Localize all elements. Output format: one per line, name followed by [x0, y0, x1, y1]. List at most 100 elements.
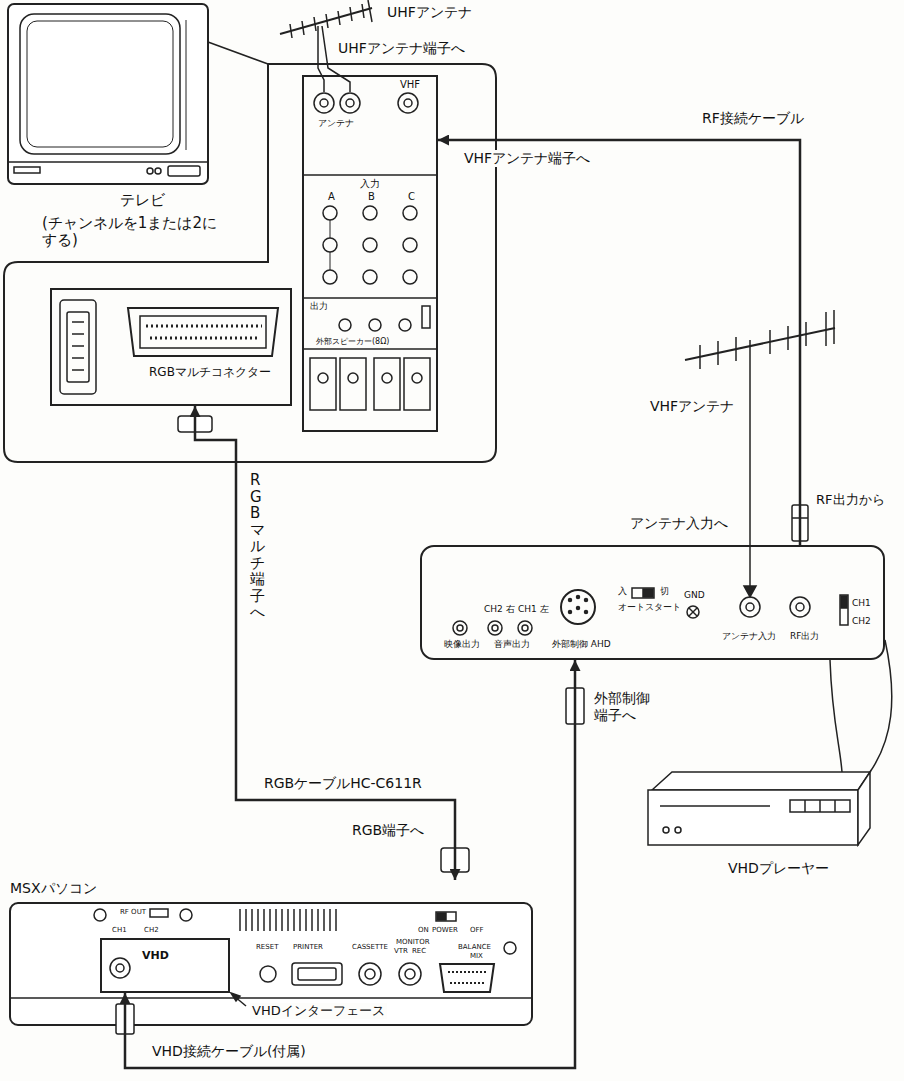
- antenna-panel-jacks: [363, 270, 377, 284]
- node-text: MIX: [470, 952, 483, 960]
- cable-label: RGBケーブルHC-C611R: [262, 775, 424, 792]
- msx-computer-drawing: [298, 968, 336, 980]
- rgb-multi-connector-drawing: [72, 357, 84, 359]
- node-text: オートスタート: [618, 602, 681, 612]
- vhd-player-drawing: [804, 800, 806, 812]
- terminal-note: UHFアンテナ端子へ: [336, 40, 467, 57]
- vhd-interface-cartridge: VHD: [100, 938, 230, 993]
- cable-connector: [438, 140, 800, 545]
- msx-computer-drawing: [110, 958, 130, 978]
- terminal-note: VHFアンテナ端子へ: [462, 150, 592, 167]
- msx-computer-drawing: [251, 909, 253, 931]
- node-text: CH1: [852, 598, 871, 608]
- node-text: テレビ: [120, 192, 165, 209]
- msx-computer-drawing: [281, 909, 283, 931]
- node-text: RESET: [256, 943, 278, 951]
- vhd-rear-panel-parts: [569, 599, 572, 602]
- node-text: アンテナ入力: [722, 631, 776, 641]
- vhd-rear-panel-parts: [746, 603, 754, 611]
- antenna-panel-jacks: [404, 99, 412, 107]
- antenna-panel-jacks: [302, 348, 438, 350]
- node-text: 外部制御 AHD: [552, 639, 611, 649]
- tv-rear-callout: [4, 64, 496, 462]
- rgb-multi-connector-drawing: [72, 321, 84, 323]
- vhd-player-drawing: [834, 800, 836, 812]
- antenna-panel-jacks: [339, 319, 351, 331]
- part-label: VHDインターフェース: [250, 1003, 387, 1019]
- antenna-panel-jacks: [323, 206, 337, 220]
- antenna-panel-jacks: [363, 238, 377, 252]
- node-text: C: [408, 191, 415, 203]
- vhd-rear-panel-parts: [740, 597, 760, 617]
- antenna-panel-jacks: [314, 93, 334, 113]
- vhf-antenna-drawing: [805, 322, 807, 346]
- vhd-rear-panel-parts: [518, 621, 532, 635]
- node-text: CASSETTE: [352, 943, 388, 951]
- vhd-player-drawing: [790, 800, 850, 812]
- vhf-antenna-drawing: [699, 345, 701, 369]
- antenna-panel-jacks: [374, 358, 400, 410]
- vhd-rear-panel-parts: [585, 611, 588, 614]
- antenna-panel-jacks: [340, 358, 366, 410]
- node-text: 出力: [310, 301, 328, 311]
- vhd-rear-panel-parts: [840, 595, 848, 625]
- vhd-rear-panel-parts: [790, 597, 810, 617]
- uhf-antenna-drawing: [368, 0, 372, 22]
- rgb-multi-connector-drawing: [146, 325, 262, 328]
- msx-computer-drawing: [399, 963, 421, 985]
- rgb-multi-connector-drawing: [72, 333, 84, 335]
- antenna-panel-jacks: [422, 306, 430, 328]
- cable-label: RF接続ケーブル: [700, 110, 806, 127]
- msx-computer-drawing: [269, 909, 271, 931]
- uhf-antenna-drawing: [322, 26, 350, 92]
- vhd-rear-panel-parts: [577, 596, 580, 599]
- antenna-panel-jacks: [302, 93, 438, 410]
- vhd-rear-panel-parts: [561, 590, 595, 624]
- msx-computer-drawing: [365, 969, 375, 979]
- terminal-note: RF出力から: [814, 492, 887, 508]
- tv-rear-callout: [208, 42, 268, 64]
- msx-computer-drawing: [305, 909, 307, 931]
- cable-connector: [125, 660, 575, 1068]
- node-text: CH2: [852, 616, 871, 626]
- vhd-player-drawing: [648, 640, 892, 845]
- antenna-panel-jacks: [412, 373, 422, 383]
- msx-computer-drawing: [287, 909, 289, 931]
- antenna-label: VHFアンテナ: [648, 398, 736, 415]
- antenna-panel-jacks: [398, 93, 418, 113]
- tv-illustration: [27, 21, 173, 147]
- terminal-note: アンテナ入力へ: [628, 515, 730, 532]
- vhd-rear-panel-parts: [488, 621, 502, 635]
- msx-computer-drawing: [440, 964, 494, 992]
- msx-computer-drawing: [299, 909, 301, 931]
- msx-computer-drawing: [180, 909, 192, 921]
- vhf-antenna-drawing: [769, 330, 771, 354]
- msx-computer-drawing: [275, 909, 277, 931]
- node-text: VHD: [142, 950, 169, 963]
- vhd-rear-panel: 映像出力CH2 右CH1 左音声出力外部制御 AHD入切オートスタートGNDアン…: [420, 545, 885, 660]
- uhf-antenna-drawing: [302, 21, 304, 35]
- msx-computer-drawing: [260, 966, 276, 982]
- vhd-rear-panel-parts: [522, 625, 528, 631]
- vhd-rear-panel-parts: [687, 606, 699, 618]
- vhd-rear-panel-parts: [457, 625, 463, 631]
- node-text: アンテナ: [318, 118, 354, 128]
- msx-computer-drawing: [335, 909, 337, 931]
- vhd-player-drawing: [652, 772, 870, 790]
- tv-illustration: [8, 161, 208, 163]
- msx-computer-drawing: [292, 963, 342, 985]
- antenna-panel-jacks: [348, 373, 358, 383]
- msx-computer-drawing: [323, 909, 325, 931]
- vhd-rear-panel-parts: [577, 607, 580, 610]
- tv-illustration: [147, 168, 153, 174]
- antenna-panel-jacks: [346, 99, 354, 107]
- node-text: CH2 右: [484, 604, 515, 614]
- msx-computer-drawing: [359, 963, 381, 985]
- vhf-antenna-drawing: [787, 326, 789, 350]
- antenna-panel-jacks: [403, 270, 417, 284]
- rgb-multi-connector-drawing: [72, 345, 84, 347]
- msx-computer-drawing: [448, 971, 486, 973]
- vhd-rear-panel-parts: [841, 596, 847, 608]
- rgb-connector-panel: RGBマルチコネクター: [50, 288, 292, 406]
